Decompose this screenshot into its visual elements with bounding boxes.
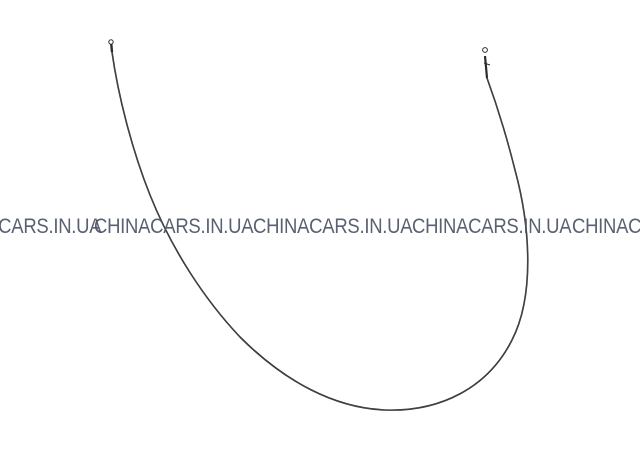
cable bbox=[111, 51, 529, 411]
right-cable-end bbox=[482, 47, 491, 79]
left-cable-end bbox=[108, 39, 114, 53]
